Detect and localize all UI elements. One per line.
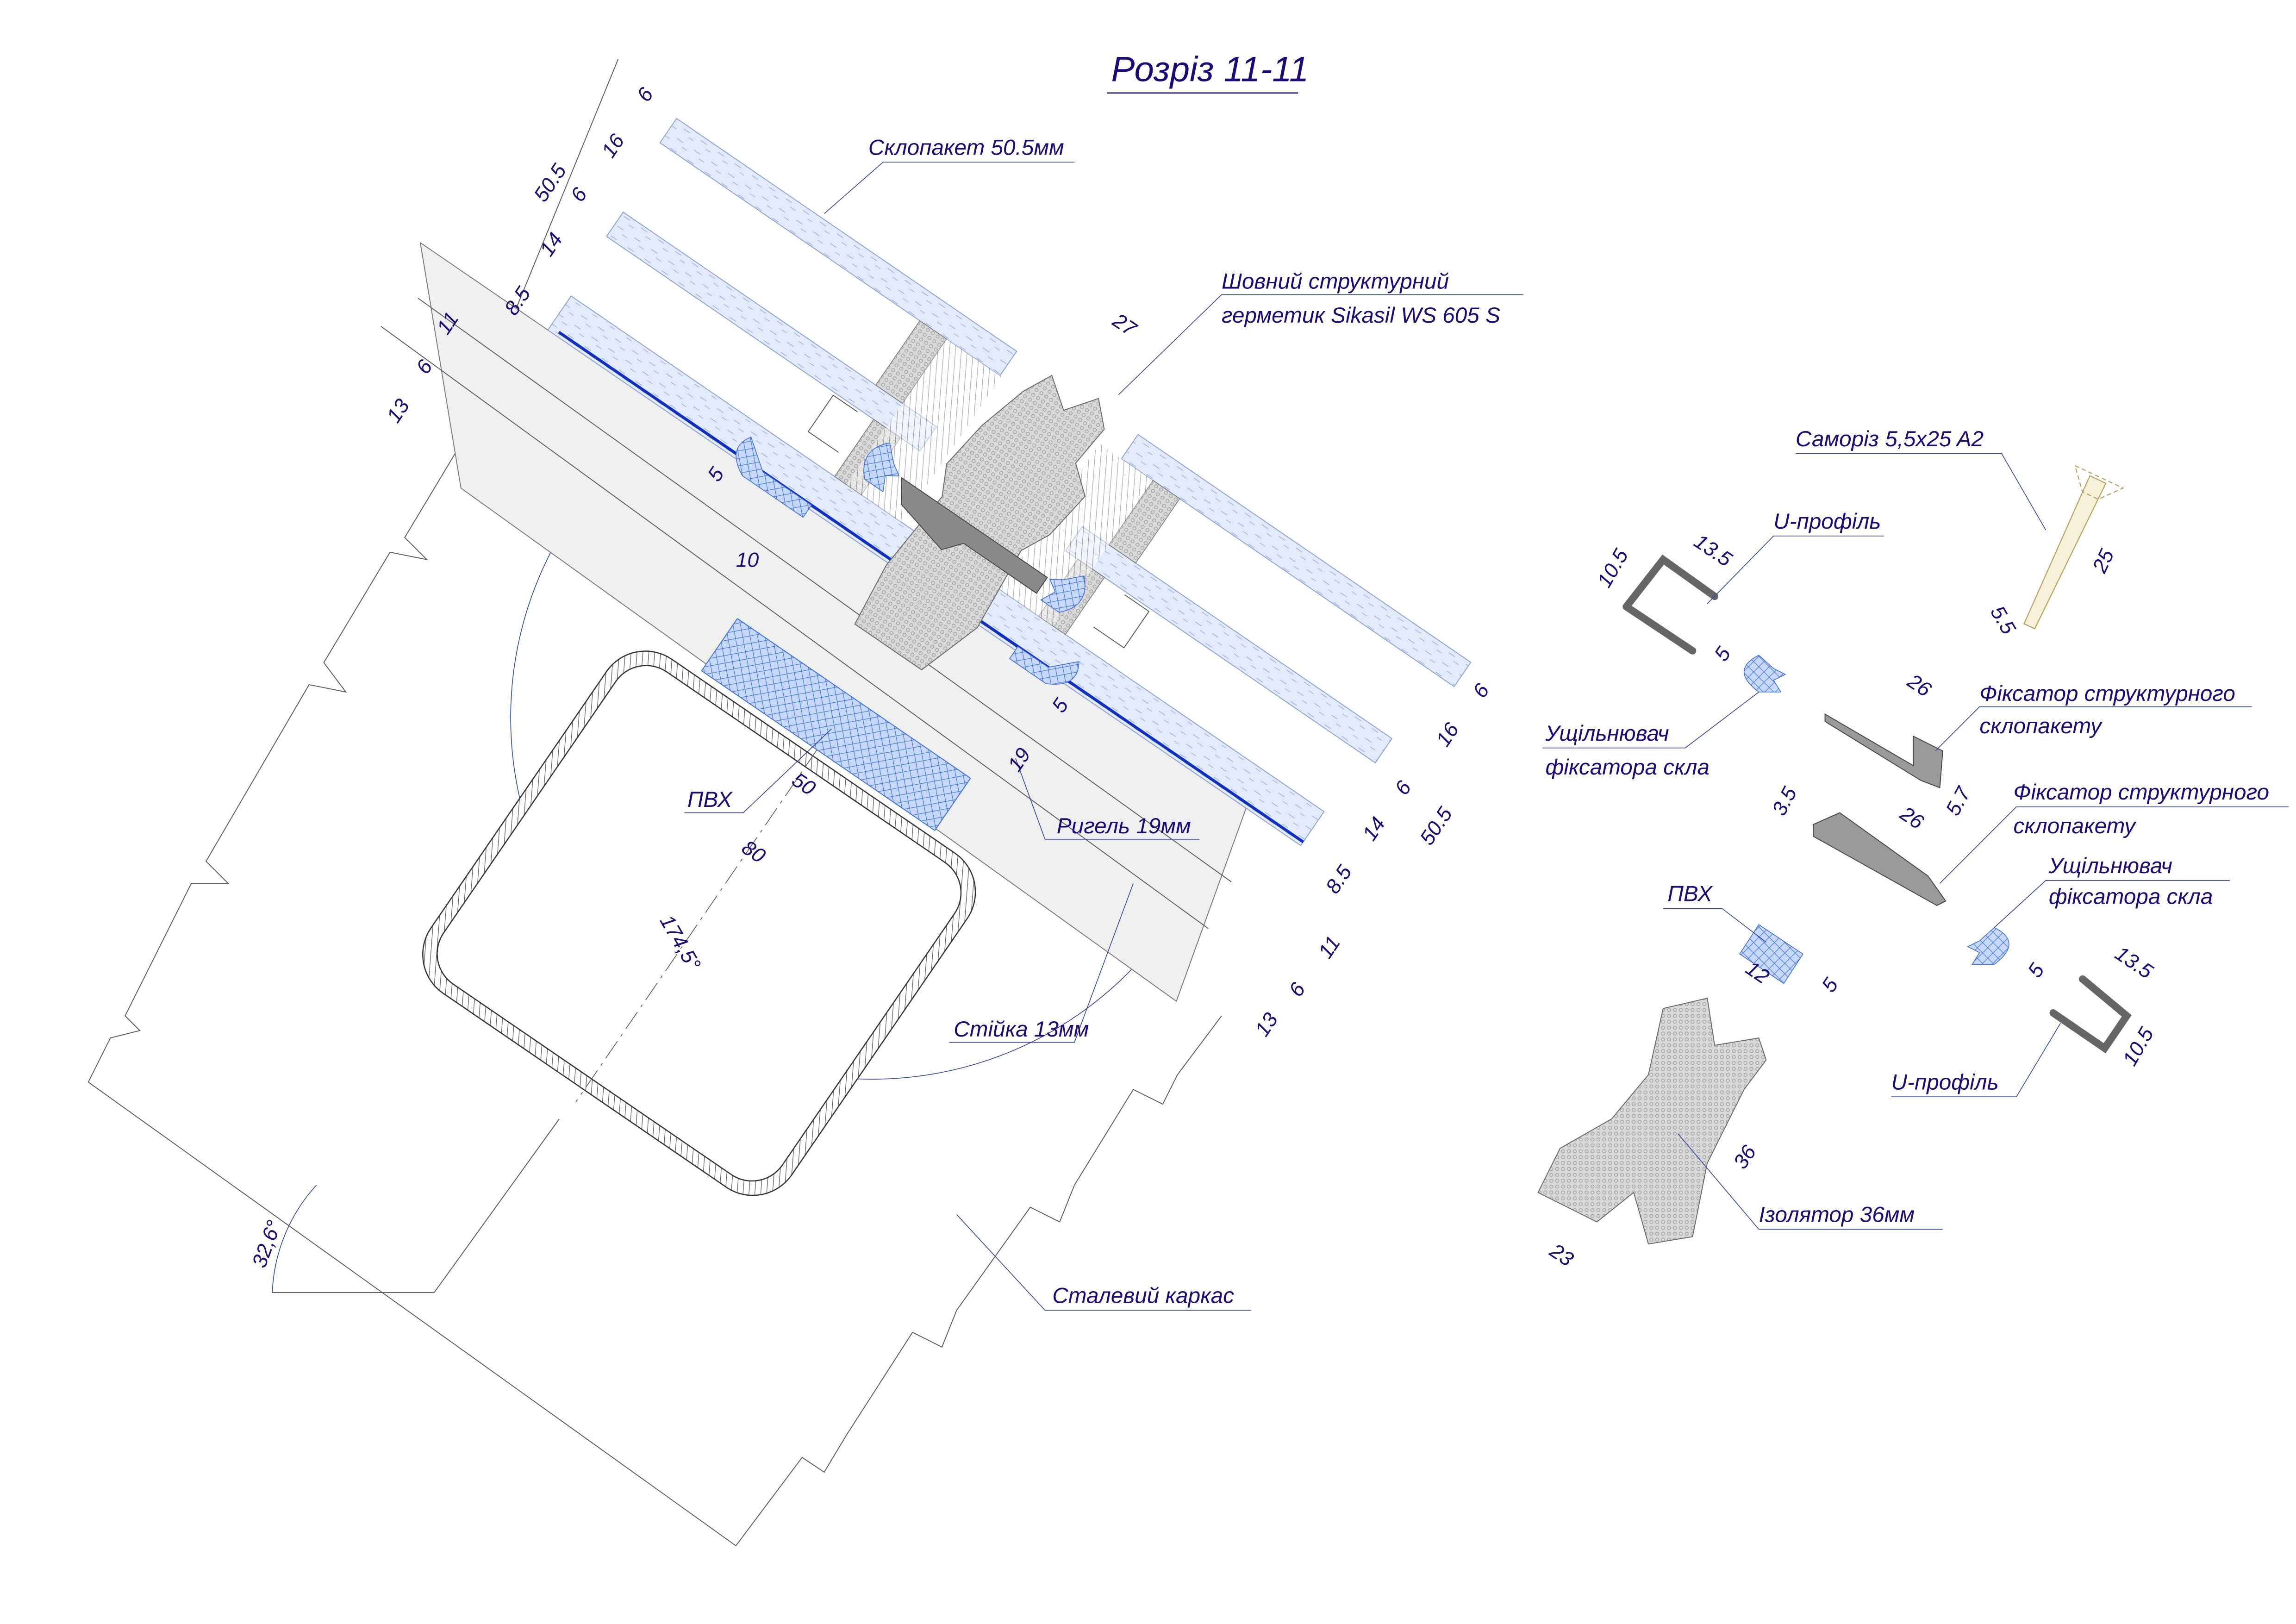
label-pvc-main: ПВХ — [687, 787, 733, 812]
label-gasket-right-1: Ущільнювач — [2048, 854, 2172, 878]
dim-u-top-h: 10.5 — [1593, 545, 1633, 592]
dim-left-2: 50.5 — [530, 160, 571, 206]
leader-lines — [684, 162, 2289, 1311]
dim-right-6: 11 — [1314, 932, 1345, 962]
dim-right-4: 8.5 — [1322, 861, 1356, 898]
pvc-detail-block — [1739, 924, 1803, 984]
label-mullion: Стійка 13мм — [954, 1017, 1089, 1042]
u-profile-right — [1093, 594, 1150, 649]
isolator-detail — [1537, 998, 1767, 1245]
dim-angle-tilt: 32,6° — [248, 1218, 286, 1271]
dim-left-4: 14 — [536, 229, 567, 260]
glass-clamp — [900, 477, 1048, 594]
dim-gasket-bot-5: 5 — [2023, 959, 2049, 981]
dim-gasket-top-5: 5 — [1710, 643, 1735, 665]
label-u-profile-bottom: U-профіль — [1891, 1070, 1999, 1094]
dim-right-2: 6 — [1391, 777, 1416, 799]
label-steel-frame: Сталевий каркас — [1052, 1283, 1234, 1308]
u-profile-top-detail — [1622, 554, 1719, 655]
label-pvc-detail: ПВХ — [1667, 881, 1713, 906]
u-profile-left — [807, 394, 858, 453]
clamp-bottom-detail — [1813, 812, 1947, 906]
dim-right-3: 14 — [1358, 813, 1390, 844]
gasket-top-detail — [1743, 655, 1786, 693]
exploded-parts — [1537, 464, 2132, 1245]
label-glass-unit: Склопакет 50.5мм — [868, 135, 1064, 160]
gasket-lower-right — [1009, 646, 1079, 685]
dim-right-5: 50.5 — [1416, 803, 1457, 849]
drawing-title: Розріз 11-11 — [1111, 50, 1309, 89]
label-sealant-2: герметик Sikasil WS 605 S — [1222, 303, 1500, 328]
label-gasket-right-2: фіксатора скла — [2049, 885, 2213, 909]
outer-glass-left — [659, 118, 1017, 376]
pvc-block — [701, 618, 971, 831]
dim-u-top-w: 13.5 — [1690, 530, 1736, 571]
gasket-lower-left — [736, 437, 812, 518]
dim-right-0: 6 — [1469, 680, 1494, 702]
label-clamp-top-2: склопакету — [1979, 714, 2103, 738]
dim-right-7: 6 — [1285, 979, 1310, 1001]
dim-clamp-bot-h: 3.5 — [1768, 783, 1801, 819]
dim-clamp-top-len: 26 — [1903, 669, 1935, 701]
dim-screw-dia: 5.5 — [1986, 602, 2020, 638]
dim-clamp-top-h: 5.7 — [1941, 782, 1975, 819]
dimension-texts: 6 16 50.5 6 14 8.5 11 6 13 6 16 6 14 8.5… — [248, 84, 2159, 1271]
isolator — [854, 375, 1105, 671]
label-sealant-1: Шовний структурний — [1222, 269, 1449, 294]
screw-detail — [2023, 464, 2125, 630]
dim-left-3: 6 — [567, 184, 592, 206]
dim-iso-36: 36 — [1729, 1141, 1760, 1173]
label-gasket-left-1: Ущільнювач — [1545, 721, 1669, 746]
dim-joint-width: 27 — [1108, 309, 1141, 341]
dim-pvc-5: 5 — [1817, 974, 1843, 996]
label-clamp-top-1: Фіксатор структурного — [1979, 681, 2235, 706]
label-isolator: Ізолятор 36мм — [1759, 1202, 1915, 1227]
dim-screw-len: 25 — [2088, 546, 2119, 577]
dim-iso-23: 23 — [1545, 1239, 1577, 1271]
dim-left-7: 6 — [412, 356, 437, 378]
gasket-right — [1040, 575, 1086, 613]
label-clamp-bottom-2: склопакету — [2014, 814, 2137, 838]
label-u-profile-top: U-профіль — [1773, 509, 1881, 534]
dim-right-8: 13 — [1251, 1009, 1282, 1041]
label-gasket-left-2: фіксатора скла — [1545, 755, 1710, 780]
angle-arc-tilt — [272, 1185, 317, 1293]
label-transom: Ригель 19мм — [1057, 814, 1191, 838]
outer-glass-right — [1121, 434, 1472, 687]
gasket-bottom-detail — [1967, 927, 2009, 965]
label-screw: Саморіз 5,5x25 A2 — [1796, 427, 1984, 451]
u-profile-bottom-detail — [2049, 975, 2132, 1054]
clamp-top-detail — [1824, 713, 1943, 788]
dim-left-8: 13 — [382, 395, 414, 427]
dim-clamp-bot-len: 26 — [1896, 802, 1928, 834]
label-clamp-bottom-1: Фіксатор структурного — [2014, 780, 2270, 805]
dim-left-1: 16 — [597, 130, 629, 162]
dim-left-0: 6 — [633, 84, 658, 106]
gasket-left — [863, 442, 900, 493]
facade-assembly — [381, 118, 1472, 1196]
dim-u-bot-h: 10.5 — [2118, 1024, 2158, 1070]
dim-gap-10: 10 — [736, 549, 759, 572]
callout-labels: Склопакет 50.5мм Шовний структурний герм… — [687, 135, 2269, 1308]
dim-right-1: 16 — [1432, 719, 1463, 751]
dim-u-bot-w: 13.5 — [2111, 942, 2157, 983]
